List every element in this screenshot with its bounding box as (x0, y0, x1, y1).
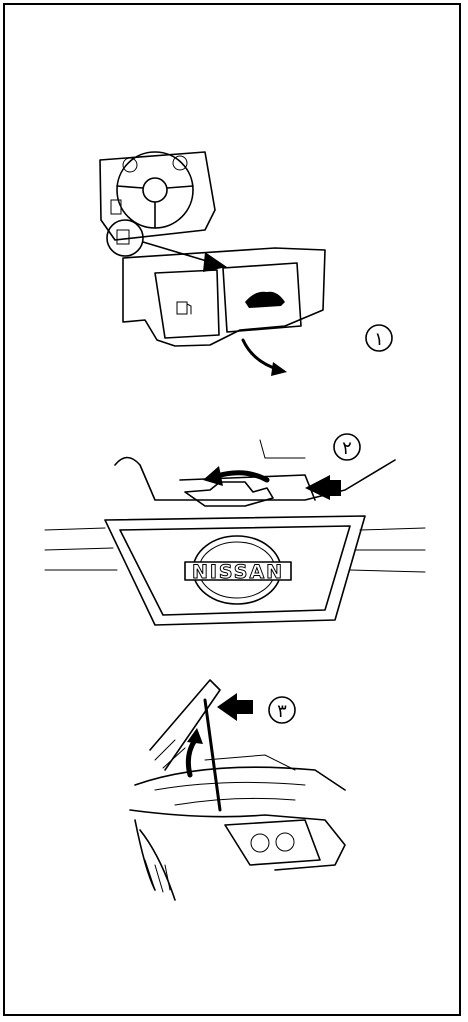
step-3-illustration: ٣ (5, 660, 459, 920)
step-1-label: ١ (374, 329, 384, 350)
support-rod (205, 700, 220, 810)
step-3-label: ٣ (277, 701, 287, 722)
rod-arrow (217, 693, 237, 721)
curved-arrow (203, 466, 223, 486)
figure-frame: ١ NISSAN ٢ (3, 3, 461, 1016)
step-1-illustration: ١ (5, 130, 459, 380)
lift-arrow (187, 728, 203, 744)
safety-latch (185, 482, 273, 506)
headlight (225, 820, 320, 865)
step-2-label: ٢ (342, 438, 352, 459)
nissan-logo-text: NISSAN (192, 561, 284, 583)
pull-arrow (271, 362, 287, 376)
step-2-illustration: NISSAN ٢ (5, 420, 459, 645)
